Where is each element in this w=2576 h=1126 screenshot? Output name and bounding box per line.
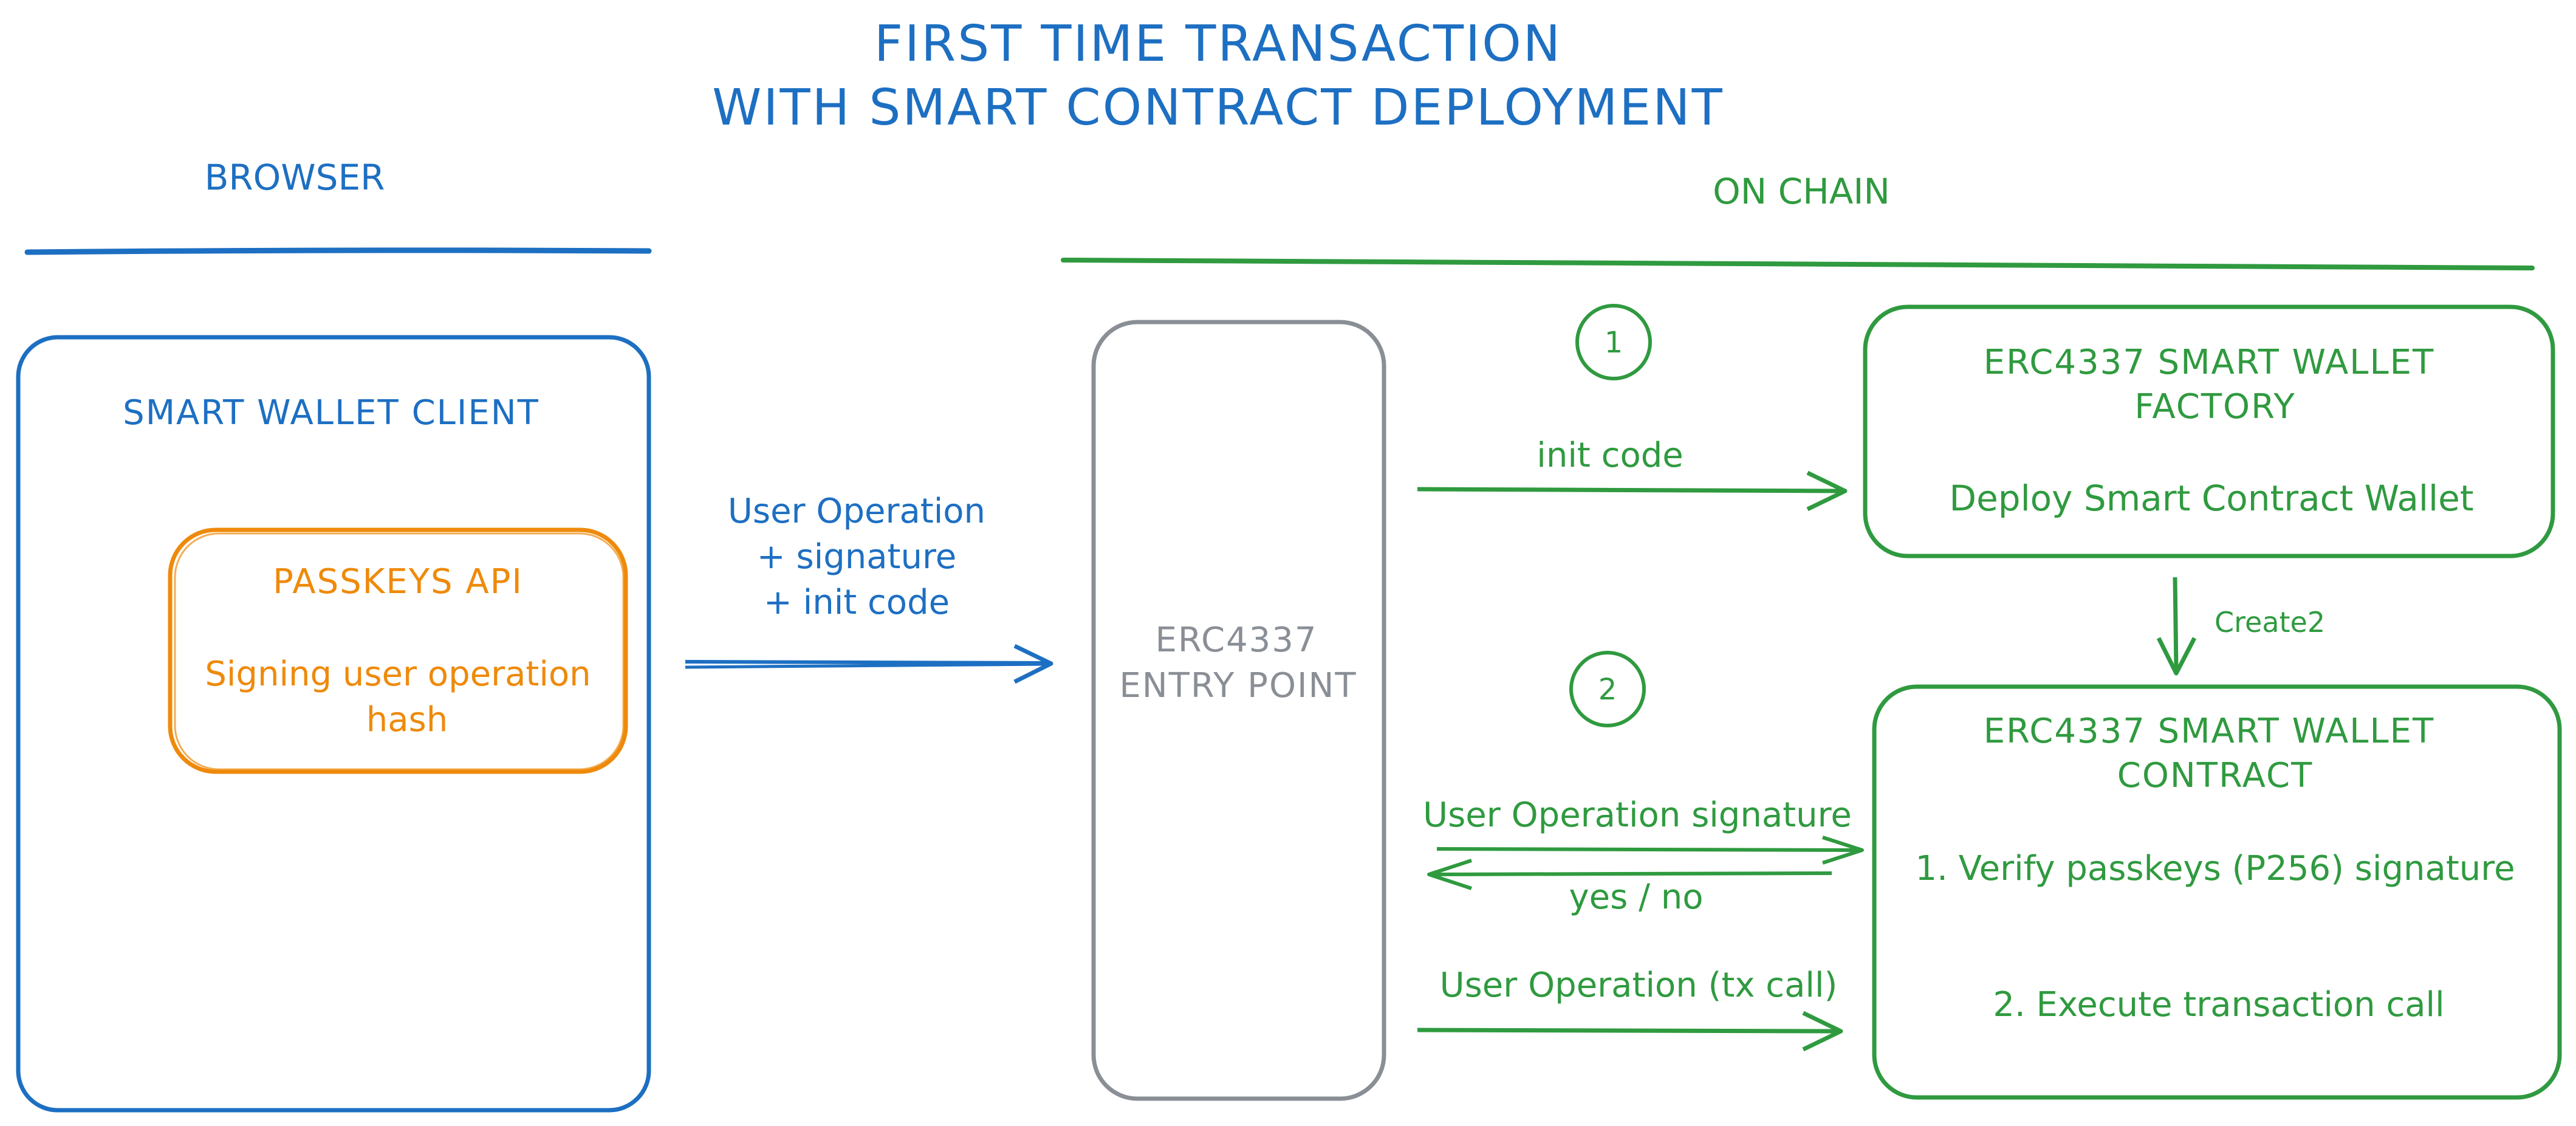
init-code-label: init code xyxy=(1536,436,1683,475)
step1-badge-circle xyxy=(1575,304,1652,380)
passkeys-api-box-sketch-line xyxy=(174,532,625,771)
request-label-line1: User Operation xyxy=(728,492,985,531)
entry-point-title-line1: ERC4337 xyxy=(1155,620,1317,660)
passkeys-api-desc-line2: hash xyxy=(366,700,448,740)
request-arrow xyxy=(685,644,1053,684)
verify-signature-arrow xyxy=(1436,836,1864,865)
step2-badge-circle xyxy=(1569,651,1646,727)
step2-badge-number: 2 xyxy=(1598,673,1617,707)
create2-label: Create2 xyxy=(2215,606,2325,639)
passkeys-api-title: PASSKEYS API xyxy=(273,562,523,602)
request-label-line3: + init code xyxy=(764,583,950,622)
step1-badge-number: 1 xyxy=(1605,326,1623,360)
init-code-arrow xyxy=(1417,470,1848,512)
contract-step2: 2. Execute transaction call xyxy=(1993,985,2444,1025)
smart-wallet-client-title: SMART WALLET CLIENT xyxy=(123,393,540,433)
diagram-title-line2: WITH SMART CONTRACT DEPLOYMENT xyxy=(712,79,1724,137)
request-label-line2: + signature xyxy=(757,537,957,577)
contract-step1: 1. Verify passkeys (P256) signature xyxy=(1915,849,2515,888)
create2-arrow xyxy=(2156,577,2197,676)
factory-title-line1: ERC4337 SMART WALLET xyxy=(1984,343,2435,382)
contract-box xyxy=(1872,684,2562,1100)
contract-title-line2: CONTRACT xyxy=(2117,756,2314,795)
onchain-section-divider xyxy=(1061,258,2535,270)
browser-section-label: BROWSER xyxy=(205,157,385,198)
factory-box xyxy=(1863,304,2555,558)
passkeys-api-desc-line1: Signing user operation xyxy=(205,654,591,694)
factory-title-line2: FACTORY xyxy=(2134,387,2295,427)
entry-point-box xyxy=(1091,320,1386,1101)
contract-title-line1: ERC4337 SMART WALLET xyxy=(1984,712,2435,751)
factory-desc: Deploy Smart Contract Wallet xyxy=(1949,478,2473,519)
smart-wallet-client-box xyxy=(16,335,651,1113)
verify-reply-arrow xyxy=(1427,859,1832,890)
browser-section-divider xyxy=(24,247,652,255)
passkeys-api-box xyxy=(168,527,628,774)
tx-call-label: User Operation (tx call) xyxy=(1440,966,1838,1005)
verify-reply-label: yes / no xyxy=(1569,877,1704,917)
verify-signature-label: User Operation signature xyxy=(1423,795,1852,835)
onchain-section-label: ON CHAIN xyxy=(1713,171,1890,212)
entry-point-title-line2: ENTRY POINT xyxy=(1119,666,1357,705)
tx-call-arrow xyxy=(1417,1011,1843,1052)
diagram-title-line1: FIRST TIME TRANSACTION xyxy=(874,15,1562,73)
